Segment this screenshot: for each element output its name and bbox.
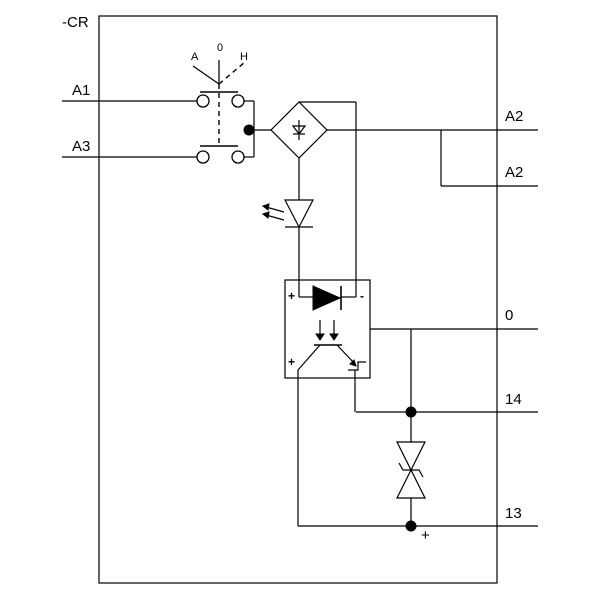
optocoupler-minus-input: - [360,289,364,303]
terminal-a3-label: A3 [72,138,90,155]
terminal-13-label: 13 [505,505,522,522]
terminal-a2-top-label: A2 [505,108,523,125]
optocoupler-plus-output: + [288,355,295,369]
optocoupler: + - + [284,279,371,379]
selector-pos-a-label: A [191,51,199,63]
tvs-diode [396,441,426,499]
selector-pos-h-label: H [240,51,248,63]
selector-pos-0-label: 0 [217,42,223,54]
device-enclosure [98,15,498,584]
terminal-14-label: 14 [505,391,522,408]
terminal-lines [62,100,538,527]
led-indicator [261,199,314,229]
terminal-a1-label: A1 [72,82,90,99]
bridge-rectifier [270,101,328,159]
device-tag: -CR [62,14,89,31]
optocoupler-plus-input: + [288,289,295,303]
output-polarity-label: + [421,527,430,544]
terminal-0-label: 0 [505,307,513,324]
terminal-a2-bottom-label: A2 [505,164,523,181]
selector-switch: A 0 H [191,42,255,164]
